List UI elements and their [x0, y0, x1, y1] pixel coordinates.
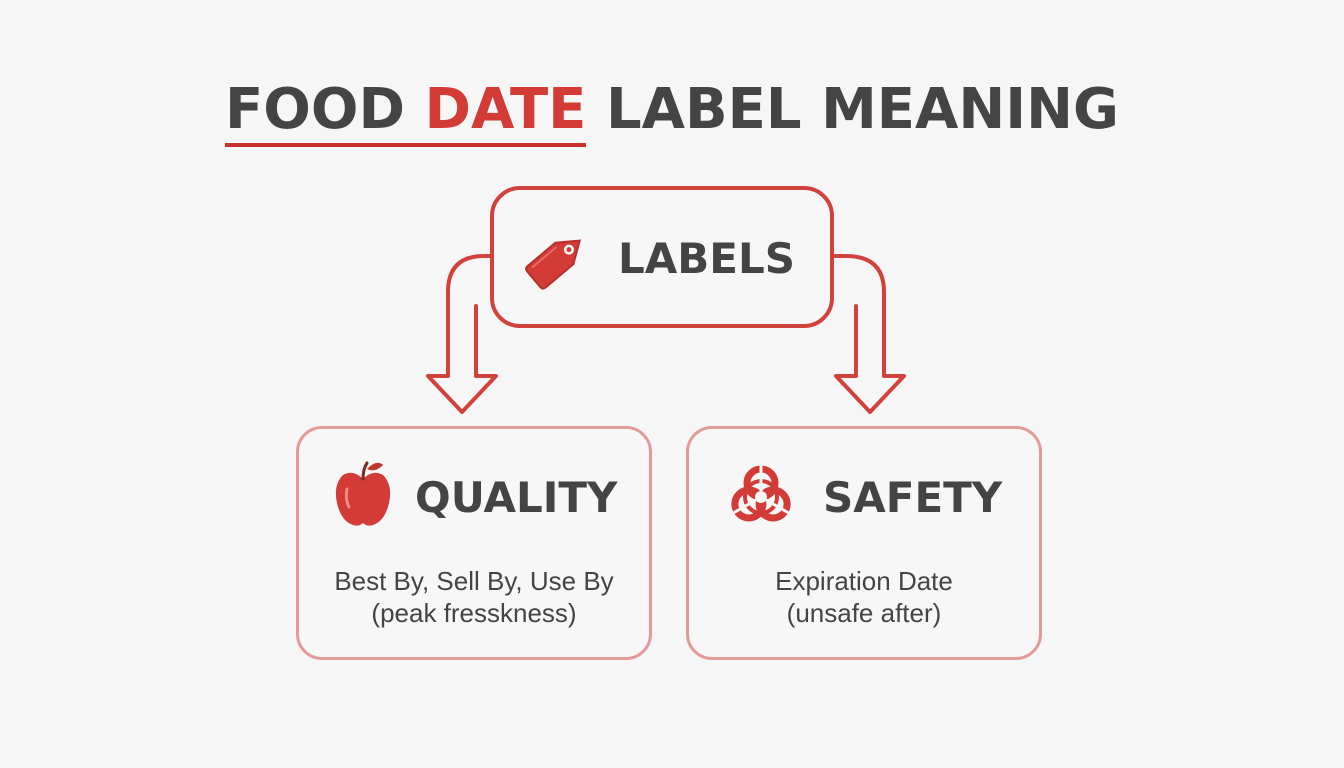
safety-node: SAFETY Expiration Date (unsafe after) — [686, 426, 1042, 660]
price-tag-icon — [525, 239, 582, 290]
title-rest: LABEL MEANING — [605, 77, 1119, 142]
title-word-date: DATE — [424, 77, 587, 142]
safety-heading: SAFETY — [823, 473, 1003, 522]
quality-line2: (peak fresskness) — [371, 598, 577, 628]
quality-line1: Best By, Sell By, Use By — [334, 566, 614, 596]
quality-node: QUALITY Best By, Sell By, Use By (peak f… — [296, 426, 652, 660]
title-underlined-part: FOOD DATE — [225, 77, 587, 147]
apple-icon — [335, 461, 391, 526]
diagram-title: FOOD DATE LABEL MEANING — [0, 74, 1344, 147]
title-word-food: FOOD — [225, 77, 405, 142]
quality-description: Best By, Sell By, Use By (peak fressknes… — [299, 565, 649, 629]
quality-heading: QUALITY — [415, 473, 618, 522]
biohazard-icon — [731, 465, 791, 522]
safety-line1: Expiration Date — [775, 566, 953, 596]
safety-description: Expiration Date (unsafe after) — [689, 565, 1039, 629]
labels-heading: LABELS — [618, 234, 795, 283]
safety-line2: (unsafe after) — [786, 598, 942, 628]
right-arrow — [832, 254, 906, 414]
left-arrow — [426, 254, 498, 414]
labels-node: LABELS — [490, 186, 834, 328]
